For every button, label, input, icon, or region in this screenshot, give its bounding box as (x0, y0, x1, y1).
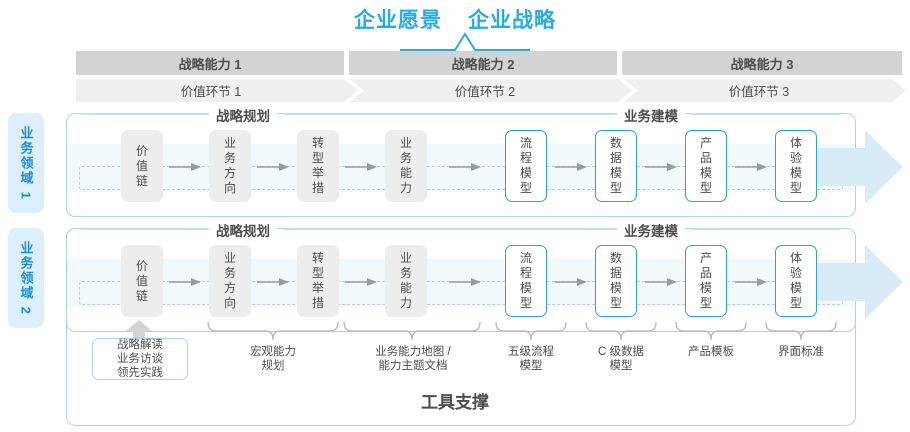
brace-macro-capability (207, 322, 339, 341)
domain-tag-2: 业务领域 2 (8, 228, 44, 328)
tool-label-ui-standard: 界面标准 (778, 346, 824, 358)
value-chain-1-label: 价值环节 1 (180, 85, 242, 99)
row-1-arrow-1-icon (169, 163, 201, 171)
value-chain-3: 价值环节 3 (624, 79, 906, 102)
row-2-node-product-model[interactable]: 产 品 模 型 (685, 245, 727, 317)
tool-label-macro-capability: 宏观能力 规划 (250, 346, 296, 372)
row-1-section-right: 业务建模 (617, 105, 685, 125)
capability-bar-2: 战略能力 2 (349, 51, 617, 75)
value-chain-2: 价值环节 2 (350, 79, 632, 102)
row-2-node-business-direction[interactable]: 业 务 方 向 (209, 245, 251, 317)
row-1-arrow-2-icon (257, 163, 289, 171)
row-2-node-experience-model[interactable]: 体 验 模 型 (775, 245, 817, 317)
row-1-section-left: 战略规划 (209, 105, 277, 125)
row-1-arrow-4-icon (449, 163, 481, 171)
value-chain-1: 价值环节 1 (76, 79, 358, 102)
row-2-section-left: 战略规划 (209, 220, 277, 240)
tool-label-data-model: C 级数据 模型 (598, 346, 644, 372)
tool-label-process-model: 五级流程 模型 (508, 346, 554, 372)
capability-bar-3: 战略能力 3 (622, 51, 902, 75)
row-1-flow-arrow-icon (807, 130, 903, 204)
row-1-sect-line-left (81, 113, 209, 115)
value-chain-3-label: 价值环节 3 (728, 85, 790, 99)
domain-row-2: 战略规划 业务建模 价 值 链 业 务 方 向 转 型 举 措 业 务 能 力 … (66, 220, 903, 332)
tool-label-product-template: 产品模板 (688, 346, 734, 358)
row-2-arrow-3-icon (345, 278, 377, 286)
domain-tag-1: 业务领域 1 (8, 113, 44, 213)
row-1-arrow-6-icon (645, 163, 677, 171)
row-2-sect-line-mid (283, 228, 617, 230)
row-2-arrow-5-icon (555, 278, 587, 286)
row-1-node-experience-model[interactable]: 体 验 模 型 (775, 130, 817, 202)
tool-label-capability-map: 业务能力地图 / 能力主题文档 (375, 346, 451, 372)
row-1-sect-line-mid (283, 113, 617, 115)
row-2-node-transformation[interactable]: 转 型 举 措 (297, 245, 339, 317)
tool-support-label: 工具支撑 (421, 393, 489, 412)
row-2-node-value-chain[interactable]: 价 值 链 (121, 245, 163, 317)
domain-row-1: 战略规划 业务建模 价 值 链 业 务 方 向 转 型 举 措 业 务 能 力 … (66, 105, 903, 217)
strategic-capability-bars: 战略能力 1 战略能力 2 战略能力 3 (76, 51, 902, 75)
value-chain-arrows: 价值环节 1 价值环节 2 价值环节 3 (76, 79, 906, 102)
row-2-arrow-4-icon (449, 278, 481, 286)
domain-tag-2-label: 业务领域 2 (18, 240, 34, 316)
brace-data-model (585, 322, 657, 341)
row-2-arrow-1-icon (169, 278, 201, 286)
row-1-node-transformation[interactable]: 转 型 举 措 (297, 130, 339, 202)
row-1-node-process-model[interactable]: 流 程 模 型 (505, 130, 547, 202)
row-1-arrow-5-icon (555, 163, 587, 171)
row-2-sect-line-left (81, 228, 209, 230)
row-2-node-data-model[interactable]: 数 据 模 型 (595, 245, 637, 317)
row-2-arrow-2-icon (257, 278, 289, 286)
title-vision: 企业愿景 (354, 9, 442, 32)
row-1-node-product-model[interactable]: 产 品 模 型 (685, 130, 727, 202)
brace-product-template (675, 322, 747, 341)
title-strategy: 企业战略 (468, 9, 556, 32)
value-chain-2-label: 价值环节 2 (454, 85, 516, 99)
tool-box-strategy-interpretation[interactable]: 战略解读 业务访谈 领先实践 (92, 338, 188, 380)
row-2-section-right: 业务建模 (617, 220, 685, 240)
row-1-node-business-capability[interactable]: 业 务 能 力 (385, 130, 427, 202)
diagram-title: 企业愿景 企业战略 (0, 4, 910, 34)
row-1-node-business-direction[interactable]: 业 务 方 向 (209, 130, 251, 202)
domain-tag-1-label: 业务领域 1 (18, 125, 34, 201)
row-2-sect-line-right (691, 228, 841, 230)
row-2-node-business-capability[interactable]: 业 务 能 力 (385, 245, 427, 317)
row-1-node-value-chain[interactable]: 价 值 链 (121, 130, 163, 202)
brace-process-model (495, 322, 567, 341)
row-2-arrow-6-icon (645, 278, 677, 286)
row-2-arrow-7-icon (735, 278, 767, 286)
row-2-node-process-model[interactable]: 流 程 模 型 (505, 245, 547, 317)
capability-bar-1: 战略能力 1 (76, 51, 344, 75)
row-1-sect-line-right (691, 113, 841, 115)
title-connector-line (400, 32, 530, 51)
row-1-arrow-7-icon (735, 163, 767, 171)
value-chain-up-arrow-icon (126, 320, 152, 342)
brace-ui-standard (765, 322, 837, 341)
brace-capability-map (343, 322, 481, 341)
row-1-node-data-model[interactable]: 数 据 模 型 (595, 130, 637, 202)
row-2-flow-arrow-icon (807, 245, 903, 319)
row-1-arrow-3-icon (345, 163, 377, 171)
